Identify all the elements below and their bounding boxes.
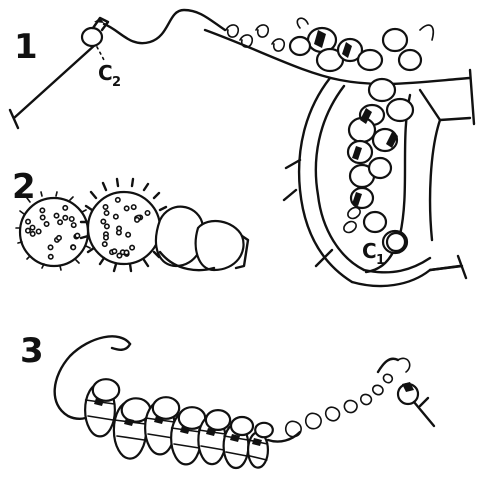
svg-text:1: 1 xyxy=(376,253,385,268)
fig1-cell-mass xyxy=(290,28,421,253)
figure-number-1: 1 xyxy=(14,27,38,67)
fig1-left-arc xyxy=(299,78,352,282)
fig1-c2-cell xyxy=(82,28,102,46)
figure-3-drawing xyxy=(55,336,434,468)
figure-number-2: 2 xyxy=(12,167,36,207)
fig3-cell-chain xyxy=(85,379,273,468)
figure-number-3: 3 xyxy=(20,331,44,371)
fig2-cell-b xyxy=(196,221,244,270)
label-c1: C 1 xyxy=(362,239,385,268)
svg-text:C: C xyxy=(98,61,113,85)
label-c2: C 2 xyxy=(98,61,121,90)
svg-text:2: 2 xyxy=(112,75,121,90)
fig3-spiral-tail xyxy=(286,374,393,436)
fig1-filament xyxy=(104,10,225,43)
svg-text:C: C xyxy=(362,239,377,263)
